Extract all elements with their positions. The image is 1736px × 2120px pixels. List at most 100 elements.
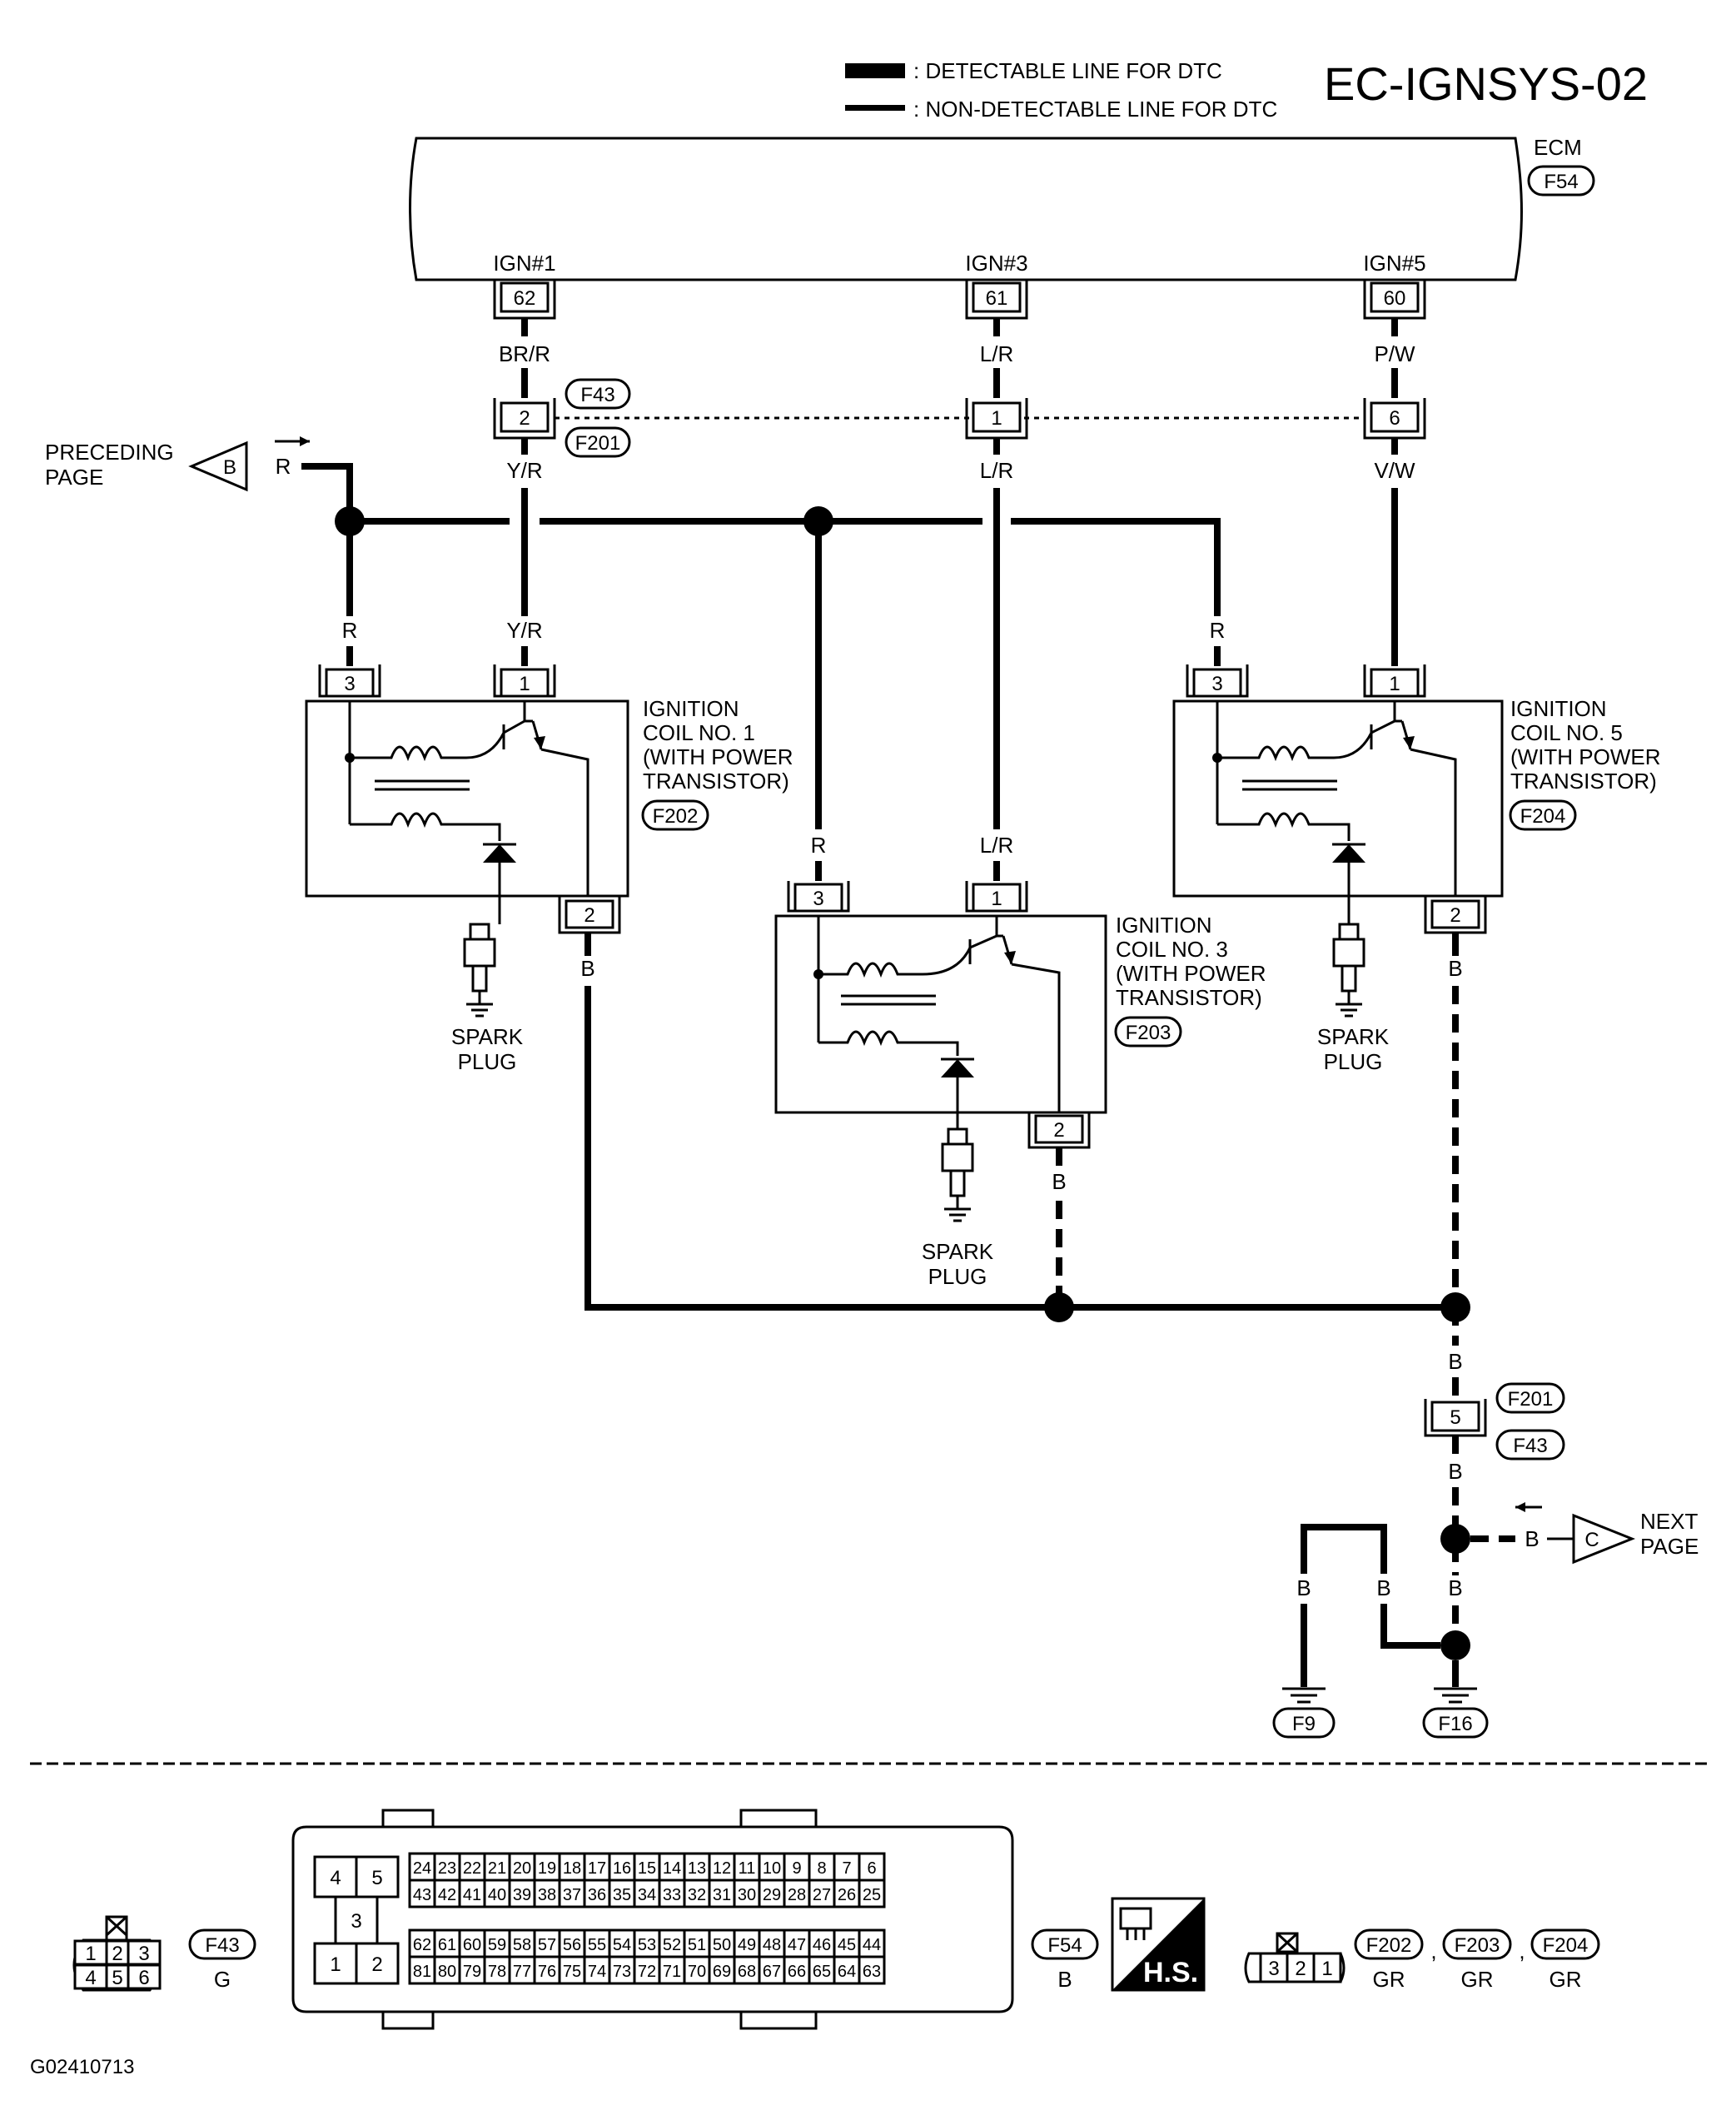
f54-pin-number: 45 [838,1936,856,1954]
preceding-page-line2: PAGE [45,465,103,490]
svg-text:F202: F202 [653,805,699,828]
svg-text:F43: F43 [580,384,614,406]
legend-f204-badge [1530,1928,1600,1960]
f54-pin-number: 13 [688,1859,706,1878]
f54-pin-number: 18 [563,1859,581,1878]
next-page-arrow [1572,1513,1636,1565]
legend-f202-badge [1354,1928,1424,1960]
f54-pin-number: 76 [538,1963,556,1981]
f54-pin-cell [858,1955,886,1985]
ground-badge-f16 [1422,1707,1489,1739]
wire-color-b-ground2: B [1448,1459,1462,1484]
ecm-block [409,137,1523,281]
legend-separator-1: , [1430,1938,1436,1963]
f54-pin-cell [433,1852,461,1882]
wire-color-r-coil1: R [342,618,358,643]
direction-arrow-right [300,436,310,446]
svg-text:3: 3 [1268,1958,1279,1980]
coil5-label-l4: TRANSISTOR) [1510,769,1657,794]
f54-pin-number: 35 [613,1886,631,1904]
wire-color-r-coil5: R [1210,618,1226,643]
svg-text:1: 1 [1389,673,1400,695]
wire-b-f9-loop [1301,1524,1440,1687]
f54-pin-number: 25 [863,1886,881,1904]
ign5-pin: 60 [1384,287,1406,310]
f54-pin-number: 48 [763,1936,781,1954]
preceding-page-letter: B [223,456,236,479]
f54-pin-number: 69 [713,1963,731,1981]
f54-pin-cell [858,1928,886,1958]
f54-pin-number: 60 [463,1936,481,1954]
f54-pin-number: 33 [663,1886,681,1904]
f54-pin-cell [683,1852,711,1882]
f54-pin-cell [583,1879,611,1908]
f54-pin-number: 42 [438,1886,456,1904]
legend-f43-color: G [214,1967,231,1992]
legend-non-detectable: : NON-DETECTABLE LINE FOR DTC [913,97,1277,122]
f54-pin-number: 34 [638,1886,656,1904]
f54-pin-cell [583,1852,611,1882]
wire-color-yr-bottom: Y/R [506,618,542,643]
f54-pin-number: 30 [738,1886,756,1904]
legend-f54-badge [1031,1928,1099,1960]
f54-pin-cell [508,1879,536,1908]
f54-pin-number: 55 [588,1936,606,1954]
connector-coil-face [1244,1932,1346,1983]
wire-r-from-preceding [301,463,353,521]
f54-pin-number: 59 [488,1936,506,1954]
svg-text:5: 5 [1450,1406,1460,1429]
f54-pin-number: 11 [739,1859,756,1878]
f54-pin-number: 10 [763,1859,781,1878]
wire-color-b-ground3: B [1448,1575,1462,1600]
ign3-name: IGN#3 [965,251,1027,276]
ign1-name: IGN#1 [493,251,555,276]
wire-color-b-ground1: B [1448,1349,1462,1374]
ign3-pin: 61 [986,287,1008,310]
f54-pin-cell [708,1955,736,1985]
coil5-label-l1: IGNITION [1510,696,1607,721]
f54-pin-number: 71 [663,1963,681,1981]
ground-connector-badge-f201 [1495,1382,1565,1414]
svg-text:1: 1 [519,673,530,695]
splice-b-ground [1440,1630,1470,1660]
f54-pin-cell [858,1879,886,1908]
f54-pin-number: 61 [438,1936,456,1954]
f54-pin-number: 28 [788,1886,806,1904]
f54-pin-number: 31 [713,1886,731,1904]
svg-text:2: 2 [1053,1119,1064,1142]
f54-pin-number: 23 [438,1859,456,1878]
wire-color-lr-mid: L/R [980,458,1013,483]
svg-text:F201: F201 [1508,1388,1554,1411]
figure-id: G02410713 [30,2056,134,2078]
spark-plug-1-l1: SPARK [451,1024,524,1049]
f54-pin-number: 51 [688,1936,706,1954]
legend-f204-color: GR [1549,1967,1582,1992]
f54-pin-cell [633,1852,661,1882]
f54-pin-number: 75 [563,1963,581,1981]
f54-pin-number: 41 [463,1886,481,1904]
f54-pin-number: 24 [413,1859,431,1878]
joint-connector-pin-6: 6 [1363,398,1426,440]
f54-pin-cell [633,1879,661,1908]
svg-text:2: 2 [1295,1958,1306,1980]
svg-text:3: 3 [1211,673,1222,695]
svg-text:F204: F204 [1543,1934,1589,1957]
spark-plug-1 [463,923,496,1018]
ground-symbol-f16 [1434,1687,1477,1704]
coil3-label-l1: IGNITION [1116,913,1212,938]
ground-connector-pin-5: 5 [1424,1399,1487,1437]
next-page-line2: PAGE [1640,1534,1699,1559]
f54-pin-cell [458,1879,486,1908]
svg-text:F9: F9 [1292,1713,1316,1735]
coil1-label-l4: TRANSISTOR) [643,769,789,794]
f54-pin-number: 47 [788,1936,806,1954]
wire-r-bus-c [1011,518,1221,616]
f54-pin-number: 53 [638,1936,656,1954]
joint-connector-pin-1: 1 [965,398,1028,440]
f54-pin-number: 52 [663,1936,681,1954]
f54-pin-number: 50 [713,1936,731,1954]
svg-text:F202: F202 [1366,1934,1412,1957]
wire-color-b-coil1: B [580,956,594,981]
ecm-label: ECM [1534,135,1582,160]
svg-text:F43: F43 [1513,1435,1547,1457]
